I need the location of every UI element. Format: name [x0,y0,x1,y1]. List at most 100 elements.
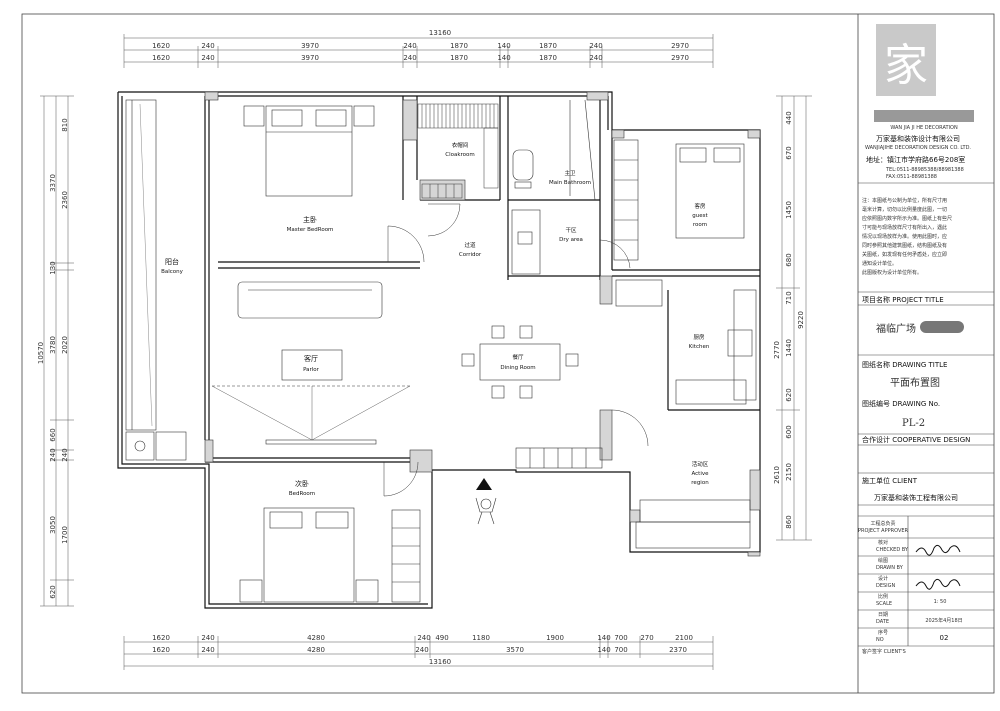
row-label-en: SCALE [876,601,892,607]
balcony [125,99,187,461]
bottom-total-dim: 13160 [429,658,451,666]
walls [117,91,761,609]
sequence-value: 02 [940,634,949,642]
dim-label: 700 [614,634,627,642]
dim-label: 270 [640,634,653,642]
dim-label: 3970 [301,54,319,62]
dim-label: 140 [497,54,510,62]
dry-label-en: Dry area [559,237,583,243]
top-dim-row2: 1620 240 3970 240 1870 140 1870 240 2970 [152,54,689,62]
handwritten-signature [915,544,961,590]
balcony-label-cn: 阳台 [165,257,179,266]
dim-label: 620 [49,585,57,598]
dim-label: 9220 [797,311,805,329]
active-label-en1: Active [691,471,709,477]
date-value: 2025年4月18日 [925,617,962,624]
dim-label: 1620 [152,54,170,62]
kitchen-label-cn: 厨房 [693,333,705,341]
cloak-label-cn: 衣帽间 [452,141,469,149]
doors [383,203,649,497]
mainbath-label-en: Main Bathroom [549,180,591,186]
cloak-label-en: Cloakroom [445,152,475,158]
note-line: 此图版权为设计单位所有。 [862,269,922,276]
dry-label-cn: 干区 [565,227,577,234]
row-label-cn: 比例 [878,593,888,600]
top-dimensions [123,34,714,68]
dim-label: 4280 [307,646,325,654]
dim-label: 2020 [61,336,69,354]
note-line: 关图纸，如发现有任何矛盾处，应立即 [862,251,947,258]
row-label-cn: 工程总负责 [870,520,895,527]
row-label-en: DATE [876,619,889,625]
kitchen-fixtures [615,279,757,405]
row-label-en: DRAWN BY [876,565,904,571]
guest-label-en2: room [693,222,707,228]
dim-label: 2370 [669,646,687,654]
drawing-notes: 注：本图纸与公制为单位，所有尺寸用 毫米计算，切勿以比例量度此图，一切 应依照图… [862,197,952,276]
drawing-title: 平面布置图 [890,377,940,389]
dim-label: 240 [201,646,214,654]
dim-label: 860 [785,515,793,528]
bedroom-label-cn: 次卧 [295,479,309,488]
company-fax: FAX:0511-88981388 [886,174,937,180]
active-label-en2: region [691,480,709,486]
bedroom-label-en: BedRoom [289,491,315,497]
dim-label: 3370 [49,174,57,192]
dim-label: 240 [201,42,214,50]
dim-label: 2150 [785,463,793,481]
parlor-label-cn: 客厅 [304,354,318,363]
dim-label: 600 [785,425,793,438]
row-label-en: NO [876,637,884,643]
row-label-cn: 绘图 [878,557,888,564]
dim-label: 1620 [152,646,170,654]
dining-label-en: Dining Room [500,365,535,371]
row-label-cn: 设计 [878,575,888,582]
dim-label: 700 [614,646,627,654]
row-label-en: PROJECT APPROVER [858,528,909,534]
coop-design-label: 合作设计 COOPERATIVE DESIGN [862,435,970,444]
master-bed [243,105,375,197]
main-bathroom-fixtures [511,99,596,275]
dim-label: 3780 [49,336,57,354]
dim-label: 1870 [539,54,557,62]
kitchen-label-en: Kitchen [689,344,710,350]
mainbath-label-cn: 主卫 [564,169,576,177]
dim-label: 240 [49,448,57,461]
dim-label: 670 [785,146,793,159]
right-dim-texts: 440 670 1450 680 710 1440 620 600 2150 8… [773,111,805,528]
client-name: 万家基和装饰工程有限公司 [874,493,958,502]
bottom-dim-row2: 1620 240 4280 240 3570 140 700 2370 [152,646,687,654]
parlor-furniture [211,281,411,445]
row-label-en: DESIGN [876,583,896,589]
dim-label: 490 [435,634,448,642]
dim-label: 2100 [675,634,693,642]
company-name-cn: 万家基和装饰设计有限公司 [876,134,960,143]
drawing-title-label: 图纸名称 DRAWING TITLE [862,360,947,369]
row-label-cn: 序号 [878,629,888,636]
dim-label: 620 [785,388,793,401]
dim-label: 240 [589,42,602,50]
dim-label: 10570 [37,342,45,364]
dim-label: 660 [49,428,57,441]
dim-label: 240 [415,646,428,654]
right-dimensions [776,95,812,541]
dim-label: 1900 [546,634,564,642]
note-line: 应依照图内数字所示为准。图纸上有些尺 [862,215,952,222]
balcony-label-en: Balcony [161,269,184,275]
dim-label: 1440 [785,339,793,357]
logo-en-text: WAN JIA JI HE DECORATION [890,125,958,131]
svg-text:家: 家 [884,40,928,91]
top-dim-row1: 1620 240 3970 240 1870 140 1870 240 2970 [152,42,689,50]
active-region-fixtures [515,447,751,549]
guest-label-cn: 客房 [694,202,706,210]
entrance-marker-icon [476,478,492,490]
dim-label: 240 [417,634,430,642]
dim-label: 140 [597,646,610,654]
dim-label: 1450 [785,201,793,219]
company-logo: 家 [874,24,974,122]
dim-label: 2770 [773,341,781,359]
signature-table: 工程总负责 PROJECT APPROVER 核对 CHECKED BY 绘图 … [858,520,963,643]
note-line: 注：本图纸与公制为单位，所有尺寸用 [862,197,947,204]
dim-label: 1620 [152,42,170,50]
